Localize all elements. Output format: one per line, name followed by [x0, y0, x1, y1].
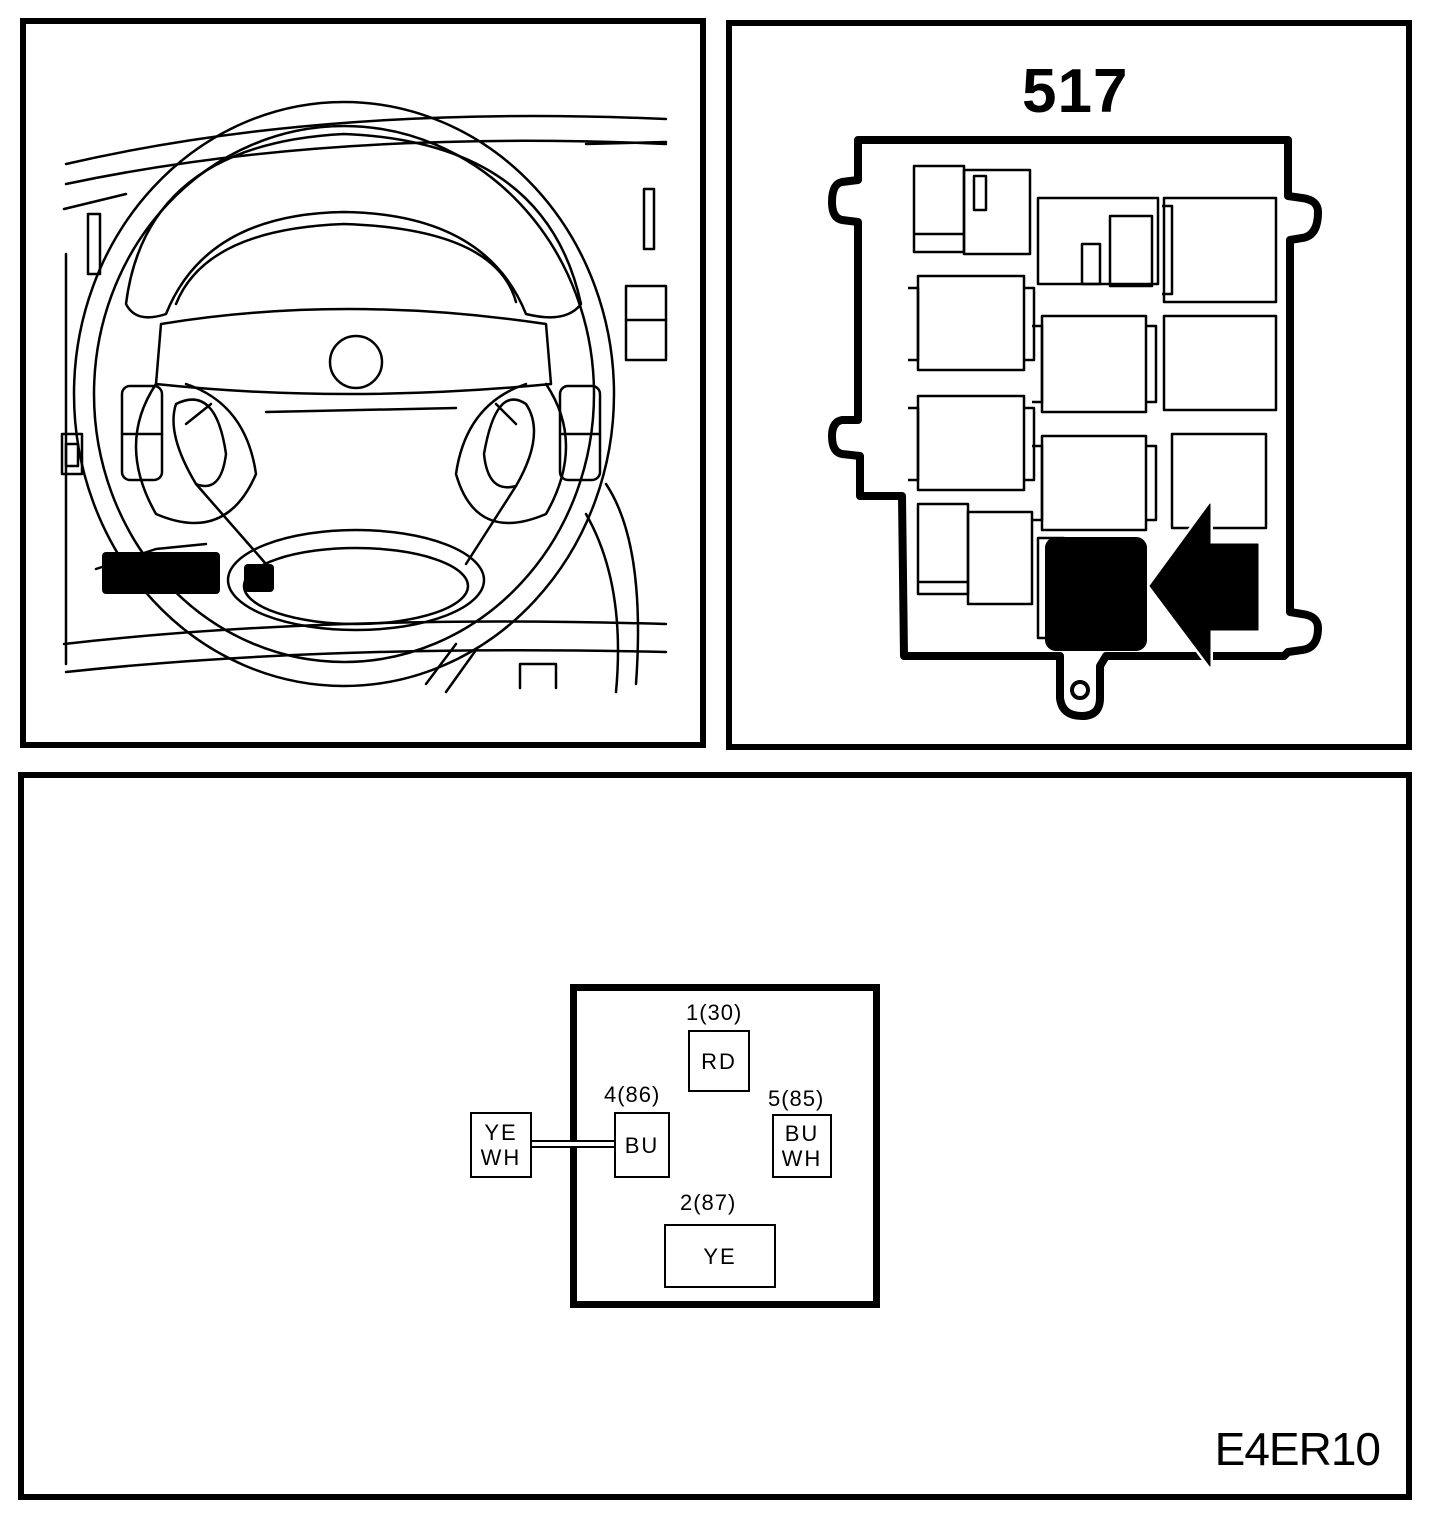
external-wire-link [532, 1140, 614, 1148]
pin-2-cavity: YE [664, 1224, 776, 1288]
fuse-box-panel: 517 [726, 20, 1412, 750]
pin-5-number: 5(85) [768, 1086, 825, 1111]
pin-4-number: 4(86) [604, 1082, 661, 1107]
steering-wheel-illustration [60, 100, 668, 694]
instrument-dark-block [102, 552, 220, 594]
pin-2-number: 2(87) [680, 1190, 737, 1215]
pin-5-wire-color-2: WH [781, 1146, 823, 1171]
pin-1-number: 1(30) [686, 1000, 743, 1025]
external-wire-color-1: YE [484, 1120, 518, 1145]
connector-pinout-panel: 1(30) RD 4(86) BU 5(85) BU WH 2(87) YE Y… [18, 772, 1412, 1500]
external-wire-tag: YE WH [470, 1112, 532, 1178]
pin-5-cavity: BU WH [772, 1114, 832, 1178]
reference-code: E4ER10 [1214, 1423, 1381, 1475]
pin-5-wire-color-1: BU [784, 1121, 820, 1146]
instrument-dark-block-small [244, 564, 274, 592]
pin-4-cavity: BU [614, 1112, 670, 1178]
external-wire-color-2: WH [480, 1145, 522, 1170]
fuse-box-title: 517 [1022, 57, 1129, 126]
pin-2-wire-color: YE [703, 1243, 737, 1269]
pin-4-wire-color: BU [624, 1132, 660, 1158]
fuse-box-illustration [828, 136, 1322, 720]
pin-1-cavity: RD [688, 1030, 750, 1092]
pin-1-wire-color: RD [701, 1048, 737, 1074]
steering-wheel-view-panel [20, 18, 706, 748]
